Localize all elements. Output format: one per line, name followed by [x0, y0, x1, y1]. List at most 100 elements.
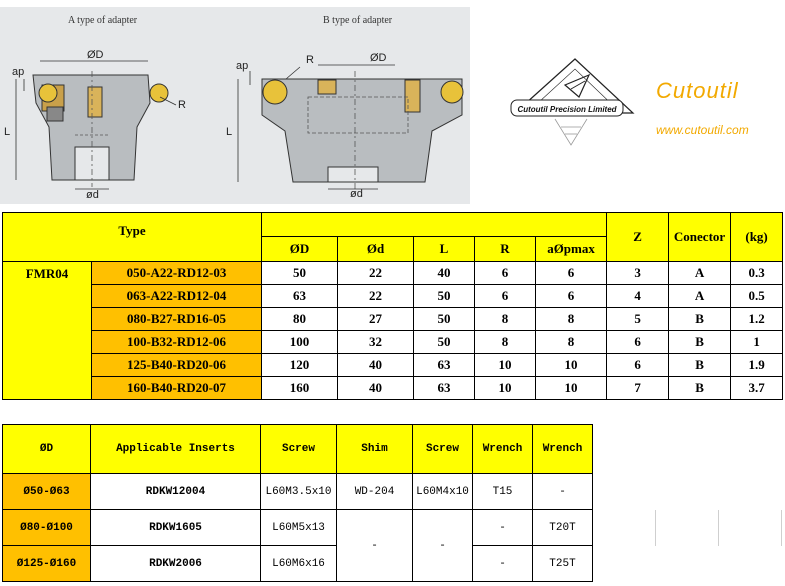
caption-b-type: B type of adapter: [323, 15, 393, 26]
spec-cell-apmax: 8: [534, 307, 608, 331]
ins-row: Ø50-Ø63 RDKW12004 L60M3.5x10 WD-204 L60M…: [2, 473, 593, 510]
ins-screw: L60M6x16: [260, 545, 337, 582]
ins-range: Ø125-Ø160: [2, 545, 91, 582]
brand-name: Cutoutil: [656, 78, 739, 103]
spec-cell-od: 160: [261, 376, 338, 400]
brand-logo-area: Cutoutil Precision Limited Cutoutil www.…: [505, 55, 785, 155]
spec-cell-z: 6: [606, 330, 670, 354]
model-code: 063-A22-RD12-04: [91, 284, 262, 308]
spec-cell-length: 63: [413, 353, 475, 377]
ins-insert: RDKW2006: [90, 545, 261, 582]
col-header-weight: (kg): [730, 212, 784, 262]
ins-range: Ø50-Ø63: [2, 473, 91, 510]
ins-row: Ø80-Ø100 RDKW1605 L60M5x13 - - - T20T: [2, 509, 593, 582]
spec-cell-radius: 10: [474, 353, 536, 377]
spec-cell-od: 50: [261, 261, 338, 285]
col-header-od: ØD: [261, 236, 338, 262]
col-header-radius: R: [474, 236, 536, 262]
divider: [781, 510, 782, 546]
spec-cell-length: 63: [413, 376, 475, 400]
spec-cell-bore: 27: [337, 307, 414, 331]
b-dim-bore: ød: [350, 188, 363, 200]
spec-cell-z: 5: [606, 307, 670, 331]
ins-wrench-2: -: [532, 473, 593, 510]
spec-cell-weight: 0.5: [730, 284, 784, 308]
model-code: 100-B32-RD12-06: [91, 330, 262, 354]
b-dim-ap: ap: [236, 60, 248, 72]
ins-header-wrench-1: Wrench: [472, 424, 533, 474]
spec-cell-z: 7: [606, 376, 670, 400]
spec-cell-od: 63: [261, 284, 338, 308]
ins-header-wrench-2: Wrench: [532, 424, 593, 474]
spec-cell-weight: 1.2: [730, 307, 784, 331]
col-header-conector: Conector: [668, 212, 732, 262]
spec-cell-weight: 0.3: [730, 261, 784, 285]
b-dim-diameter: ØD: [370, 52, 387, 64]
spec-cell-z: 4: [606, 284, 670, 308]
a-type-cutter-body: [32, 71, 169, 187]
model-code: 160-B40-RD20-07: [91, 376, 262, 400]
spec-cell-conector: B: [668, 353, 732, 377]
spec-cell-radius: 8: [474, 330, 536, 354]
ins-screw-2-merged: -: [412, 509, 473, 582]
cutoutil-logo-icon: Cutoutil Precision Limited: [510, 58, 635, 146]
spec-cell-apmax: 8: [534, 330, 608, 354]
type-header: Type: [2, 212, 262, 262]
ins-wrench-2: T20T: [532, 509, 593, 546]
spec-cell-weight: 1: [730, 330, 784, 354]
ins-header-screw-2: Screw: [412, 424, 473, 474]
ins-header-screw: Screw: [260, 424, 337, 474]
a-dim-bore: ød: [86, 189, 99, 201]
ins-shim-merged: -: [336, 509, 413, 582]
spec-cell-apmax: 10: [534, 376, 608, 400]
a-dim-ap: ap: [12, 66, 24, 78]
spec-cell-z: 6: [606, 353, 670, 377]
ins-header-shim: Shim: [336, 424, 413, 474]
adapter-drawing-svg: A type of adapter B type of adapter ØD a…: [4, 15, 464, 201]
website-url: www.cutoutil.com: [656, 123, 749, 137]
spec-cell-length: 40: [413, 261, 475, 285]
caption-a-type: A type of adapter: [68, 15, 138, 26]
spec-cell-od: 120: [261, 353, 338, 377]
ins-row: Ø125-Ø160 RDKW2006 L60M6x16 - T25T: [2, 545, 593, 582]
ins-range: Ø80-Ø100: [2, 509, 91, 546]
spec-cell-radius: 10: [474, 376, 536, 400]
ins-header-inserts: Applicable Inserts: [90, 424, 261, 474]
series-label: FMR04: [2, 261, 92, 400]
model-code: 080-B27-RD16-05: [91, 307, 262, 331]
ins-wrench-2: T25T: [532, 545, 593, 582]
spec-cell-bore: 40: [337, 353, 414, 377]
ins-wrench-1: T15: [472, 473, 533, 510]
ins-header-od: ØD: [2, 424, 91, 474]
dimension-header-blank: [260, 212, 608, 237]
spec-cell-z: 3: [606, 261, 670, 285]
spec-cell-od: 80: [261, 307, 338, 331]
b-dim-radius: R: [306, 54, 314, 66]
ins-insert: RDKW1605: [90, 509, 261, 546]
spec-cell-conector: A: [668, 284, 732, 308]
spec-cell-apmax: 6: [534, 284, 608, 308]
spec-cell-length: 50: [413, 307, 475, 331]
spec-cell-weight: 3.7: [730, 376, 784, 400]
spec-cell-weight: 1.9: [730, 353, 784, 377]
spec-cell-conector: B: [668, 330, 732, 354]
col-header-bore: Ød: [337, 236, 414, 262]
b-type-cutter-body: [261, 71, 464, 197]
divider: [655, 510, 656, 546]
spec-cell-radius: 6: [474, 261, 536, 285]
spec-cell-conector: A: [668, 261, 732, 285]
spec-cell-apmax: 6: [534, 261, 608, 285]
ins-screw: L60M3.5x10: [260, 473, 337, 510]
spec-cell-length: 50: [413, 284, 475, 308]
spec-cell-apmax: 10: [534, 353, 608, 377]
spec-cell-bore: 22: [337, 261, 414, 285]
divider: [718, 510, 719, 546]
spec-cell-conector: B: [668, 376, 732, 400]
